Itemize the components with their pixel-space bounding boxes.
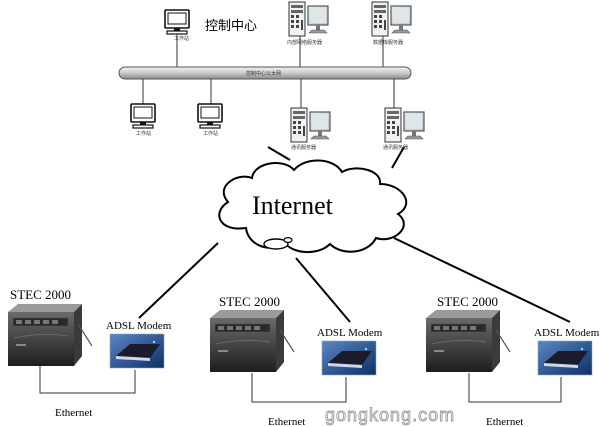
- comm-server-2-label: 通讯服务器: [383, 144, 408, 151]
- comm-server-label: 通讯服务器: [291, 144, 316, 151]
- site-1-stec-device: [7, 303, 93, 367]
- workstation-top: 工作站: [164, 9, 190, 42]
- link-cc-to-internet: [267, 146, 291, 161]
- site-1: STEC 2000 ADSL Modem Ethernet: [7, 287, 172, 419]
- workstation-left: 工作站: [130, 103, 156, 137]
- site-1-ethernet-link: [39, 366, 136, 394]
- site-1-adsl-modem: [109, 333, 165, 369]
- comm-server-2: 通讯服务器: [383, 107, 425, 151]
- link-internet-site-1: [138, 242, 219, 319]
- site-3-stec-device: [425, 309, 511, 373]
- workstation-top-label: 工作站: [174, 35, 189, 42]
- control-center-lan-bus: 控制中心以太网: [118, 66, 412, 80]
- site-1-modem-label: ADSL Modem: [106, 320, 172, 332]
- site-3-device-label: STEC 2000: [437, 294, 498, 309]
- site-2-stec-device: [209, 309, 295, 373]
- site-2-device-label: STEC 2000: [219, 294, 280, 309]
- watermark: gongkong.com: [325, 405, 455, 425]
- site-3: STEC 2000 ADSL Modem Ethernet: [425, 294, 600, 427]
- link-internet-site-2: [295, 257, 351, 323]
- link-cc2-to-internet: [391, 146, 405, 169]
- site-2-ethernet-link: [251, 373, 347, 403]
- comm-server: 通讯服务器: [290, 107, 331, 151]
- lan-label: 控制中心以太网: [246, 70, 281, 77]
- site-3-ethernet-label: Ethernet: [486, 416, 523, 427]
- database-server: 数据库服务器: [371, 1, 412, 46]
- workstation-mid-label: 工作站: [203, 130, 218, 137]
- control-center-title: 控制中心: [205, 19, 257, 34]
- site-2: STEC 2000 ADSL Modem Ethernet: [209, 294, 383, 427]
- workstation-mid: 工作站: [197, 103, 223, 137]
- site-2-adsl-modem: [321, 340, 377, 376]
- site-3-ethernet-link: [468, 373, 562, 403]
- intranet-server-label: 内部网络服务器: [287, 39, 322, 46]
- site-2-modem-label: ADSL Modem: [317, 327, 383, 339]
- site-3-modem-label: ADSL Modem: [534, 327, 600, 339]
- internet-label: Internet: [252, 191, 334, 220]
- intranet-server: 内部网络服务器: [287, 1, 329, 46]
- site-1-device-label: STEC 2000: [10, 287, 71, 302]
- site-1-ethernet-label: Ethernet: [55, 407, 92, 419]
- site-2-ethernet-label: Ethernet: [268, 416, 305, 427]
- internet-cloud: Internet: [218, 159, 408, 253]
- link-internet-site-3: [393, 237, 571, 323]
- workstation-left-label: 工作站: [136, 130, 151, 137]
- database-server-label: 数据库服务器: [373, 39, 403, 46]
- site-3-adsl-modem: [537, 340, 593, 376]
